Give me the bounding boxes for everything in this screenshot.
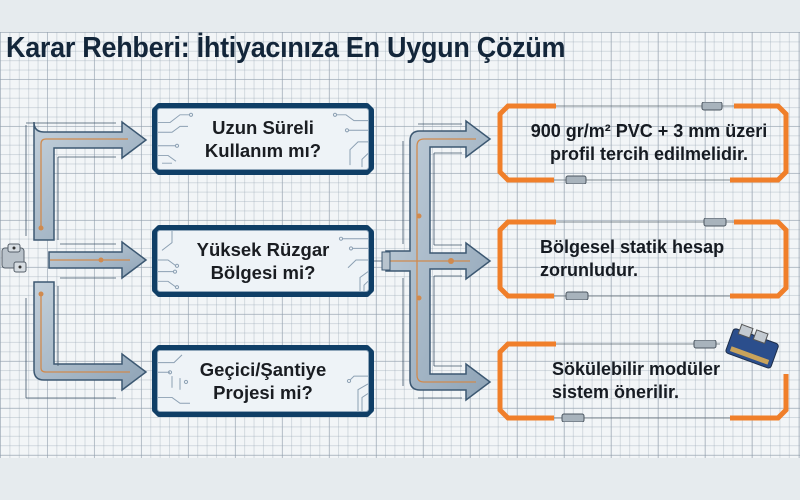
question-line-1: Geçici/Şantiye <box>199 359 327 380</box>
cable-connector-icon <box>561 413 585 422</box>
grid-background <box>0 32 800 458</box>
arrow-to-question-1 <box>25 120 148 241</box>
circuit-trace-icon <box>158 109 198 169</box>
circuit-trace-icon <box>328 109 368 169</box>
arrow-to-question-2 <box>48 240 148 280</box>
answer-line-1: 900 gr/m² PVC + 3 mm üzeri <box>530 121 768 141</box>
arrow-branch-to-answers <box>381 119 492 402</box>
circuit-trace-icon <box>328 351 368 411</box>
question-line-1: Yüksek Rüzgar <box>196 239 330 260</box>
circuit-trace-icon <box>158 231 198 291</box>
orange-frame <box>497 218 789 300</box>
cable-connector-icon <box>565 291 589 300</box>
cable-connector-icon <box>701 102 723 111</box>
orange-frame <box>497 102 789 184</box>
question-line-2: Kullanım mı? <box>204 140 322 161</box>
cable-connector-icon <box>693 340 717 349</box>
question-box-temporary-site: Geçici/Şantiye Projesi mi? <box>152 345 374 417</box>
answer-line-1: Sökülebilir modüler <box>552 359 721 379</box>
arrow-to-question-3 <box>25 281 148 399</box>
answer-line-2: profil tercih edilmelidir. <box>549 144 749 164</box>
question-line-2: Bölgesi mi? <box>210 262 316 283</box>
question-box-high-wind: Yüksek Rüzgar Bölgesi mi? <box>152 225 374 297</box>
question-line-1: Uzun Süreli <box>212 117 314 138</box>
answer-box-pvc-profile: 900 gr/m² PVC + 3 mm üzeri profil tercih… <box>494 102 792 184</box>
circuit-trace-icon <box>158 351 198 411</box>
circuit-trace-icon <box>328 231 368 291</box>
answer-line-2: zorunludur. <box>540 260 638 280</box>
answer-line-1: Bölgesel statik hesap <box>540 237 725 257</box>
circuit-board-icon <box>725 323 779 369</box>
orange-frame <box>497 340 789 422</box>
answer-box-modular-system: Sökülebilir modüler sistem önerilir. <box>494 340 792 422</box>
question-line-2: Projesi mi? <box>213 382 313 403</box>
answer-box-static-calculation: Bölgesel statik hesap zorunludur. <box>494 218 792 300</box>
answer-line-2: sistem önerilir. <box>552 382 680 402</box>
question-box-long-term-use: Uzun Süreli Kullanım mı? <box>152 103 374 175</box>
cable-connector-icon <box>565 175 587 184</box>
cable-connector-icon <box>703 218 727 227</box>
page-title: Karar Rehberi: İhtiyacınıza En Uygun Çöz… <box>6 32 566 64</box>
connector-block-icon <box>1 243 27 273</box>
